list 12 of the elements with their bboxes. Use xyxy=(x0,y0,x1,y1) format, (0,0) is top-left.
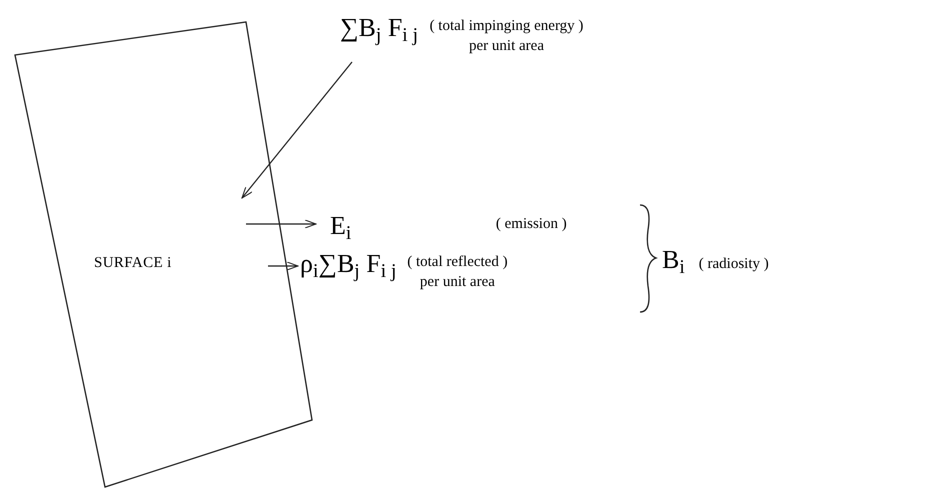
term-description: ( total reflected ) per unit area xyxy=(406,253,509,292)
term-description: ( emission ) xyxy=(494,215,568,234)
surface-label: SURFACE i xyxy=(94,254,172,273)
formula-term: E$_{i}$ xyxy=(330,210,352,242)
arrow xyxy=(242,62,352,198)
term-description: ( total impinging energy ) per unit area xyxy=(428,17,584,56)
radiosity-label: ( radiosity ) xyxy=(698,255,769,274)
arrow xyxy=(246,220,316,228)
radiosity-symbol: B$_{i}$ xyxy=(662,244,685,279)
formula-term: ∑B$_{j}$ F$_{i j}$ xyxy=(340,12,418,44)
arrow xyxy=(268,262,298,270)
formula-term: ρ$_{i}$∑B$_{j}$ F$_{i j}$ xyxy=(300,248,396,280)
